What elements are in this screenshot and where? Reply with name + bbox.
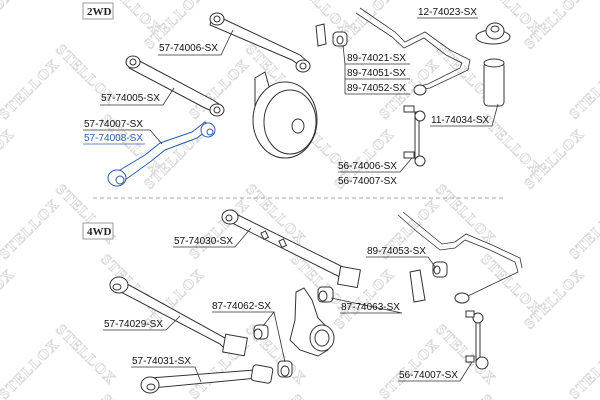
watermark-text: STELLOX [567,56,600,122]
part-knuckle [289,287,335,357]
watermark-text: STELLOX [432,182,498,248]
part-stabilizer-bar-2wd [355,7,471,96]
leader-57-74005 [100,87,175,106]
label-57-74008: 57-74008-SX [84,133,143,144]
leader-57-74030 [173,227,252,248]
badge-2wd-text: 2WD [87,6,112,18]
label-57-74031: 57-74031-SX [132,356,191,367]
part-57-74007-74008[interactable] [107,121,216,187]
watermark-text: STELLOX [0,56,63,122]
label-56-74006: 56-74006-SX [338,161,397,172]
leader-57-74006 [158,29,234,56]
label-57-74007: 57-74007-SX [84,119,143,130]
part-stabilizer-link-2wd[interactable] [403,105,426,167]
leader-57-74007 [83,129,163,145]
watermark-text: STELLOX [187,196,253,262]
watermark-text: STELLOX [0,126,18,192]
label-87-74063: 87-74063-SX [341,302,400,313]
part-87-74062[interactable] [253,324,293,378]
part-57-74030[interactable] [221,209,361,289]
watermark-text: STELLOX [567,336,600,400]
leader-87-74062-a [212,311,275,327]
label-57-74006: 57-74006-SX [159,43,218,54]
watermark-text: STELLOX [52,322,118,388]
watermark-text: STELLOX [0,196,63,262]
part-57-74005[interactable] [125,55,225,117]
label-56-74007-4wd: 56-74007-SX [399,370,458,381]
part-strut-mount[interactable] [475,22,511,45]
part-87-74063[interactable] [317,286,334,303]
label-56-74007: 56-74007-SX [338,176,397,187]
part-stabilizer-link-4wd[interactable] [465,310,489,370]
leader-56-74006 [338,157,413,173]
watermark-text: STELLOX [0,0,18,53]
part-stabilizer-bar-4wd [397,211,523,304]
part-brake-drum [252,71,318,159]
watermark-text: STELLOX [377,336,443,400]
part-57-74006[interactable] [209,12,311,73]
watermark-text: STELLOX [0,266,18,332]
label-87-74062: 87-74062-SX [212,301,271,312]
leader-11-74034 [430,103,499,127]
label-89-74053: 89-74053-SX [367,246,426,257]
watermark-text: STELLOX [477,252,543,318]
leader-57-74029 [103,315,181,331]
part-stabilizer-bushing-4wd[interactable] [409,261,448,303]
badge-2wd: 2WD [82,2,114,20]
label-12-74023: 12-74023-SX [418,7,477,18]
label-57-74029: 57-74029-SX [104,319,163,330]
watermark-text: STELLOX [477,392,543,400]
label-11-74034: 11-74034-SX [431,115,490,126]
leader-56-74007-4wd [398,361,473,382]
leader-87-74062-b [273,311,286,363]
part-bump-stop[interactable] [483,58,505,107]
label-89-74052: 89-74052-SX [347,83,406,94]
watermark-text: STELLOX [287,392,353,400]
leader-87-74063 [330,297,403,314]
label-57-74005: 57-74005-SX [101,93,160,104]
watermark-text: STELLOX [0,336,63,400]
part-57-74031[interactable] [140,364,274,394]
leader-89-74053 [366,256,437,269]
leader-57-74031 [131,366,202,383]
label-89-74021: 89-74021-SX [347,53,406,64]
part-57-74029[interactable] [109,276,248,357]
watermark-text: STELLOX [567,196,600,262]
badge-4wd: 4WD [82,222,114,240]
badge-4wd-text: 4WD [87,226,112,238]
part-stabilizer-bushing-2wd[interactable] [315,23,348,47]
label-89-74051: 89-74051-SX [347,68,406,79]
label-57-74030: 57-74030-SX [174,236,233,247]
